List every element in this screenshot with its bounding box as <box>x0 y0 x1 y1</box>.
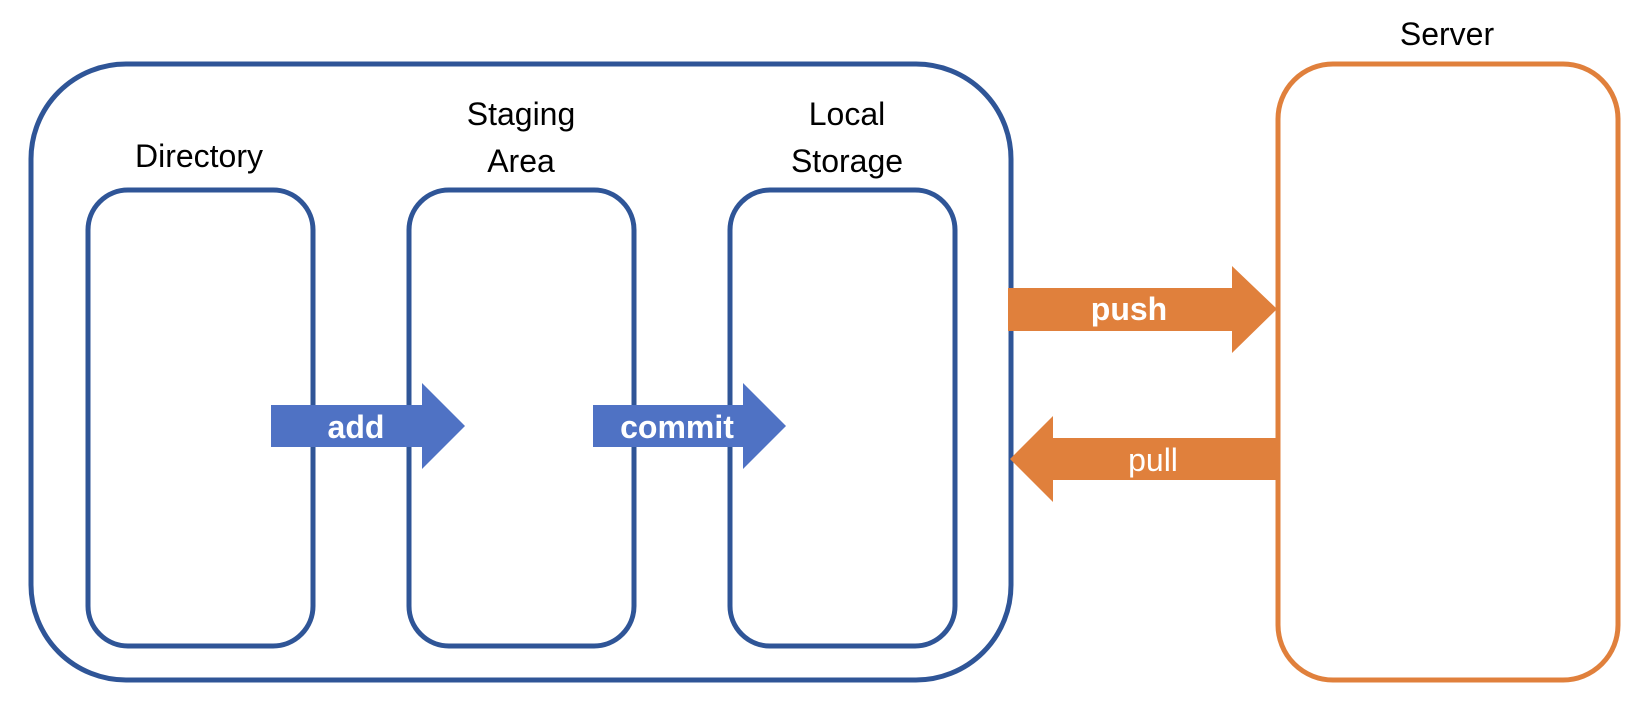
push-arrow-label: push <box>1091 291 1167 327</box>
local-storage-label-line2: Storage <box>791 143 903 179</box>
push-arrow <box>1008 266 1277 353</box>
staging-area-label-line2: Area <box>487 143 555 179</box>
server-label: Server <box>1400 16 1495 52</box>
local-repository-container <box>28 61 1014 683</box>
local-storage-label-line1: Local <box>809 96 886 132</box>
pull-arrow <box>1010 416 1276 502</box>
commit-arrow-label: commit <box>620 409 734 445</box>
pull-arrow-label: pull <box>1128 442 1178 478</box>
add-arrow-label: add <box>328 409 385 445</box>
staging-area-label-line1: Staging <box>467 96 576 132</box>
add-arrow <box>271 383 465 469</box>
directory-label: Directory <box>135 138 263 174</box>
commit-arrow <box>593 383 786 469</box>
server-box <box>1275 61 1621 683</box>
